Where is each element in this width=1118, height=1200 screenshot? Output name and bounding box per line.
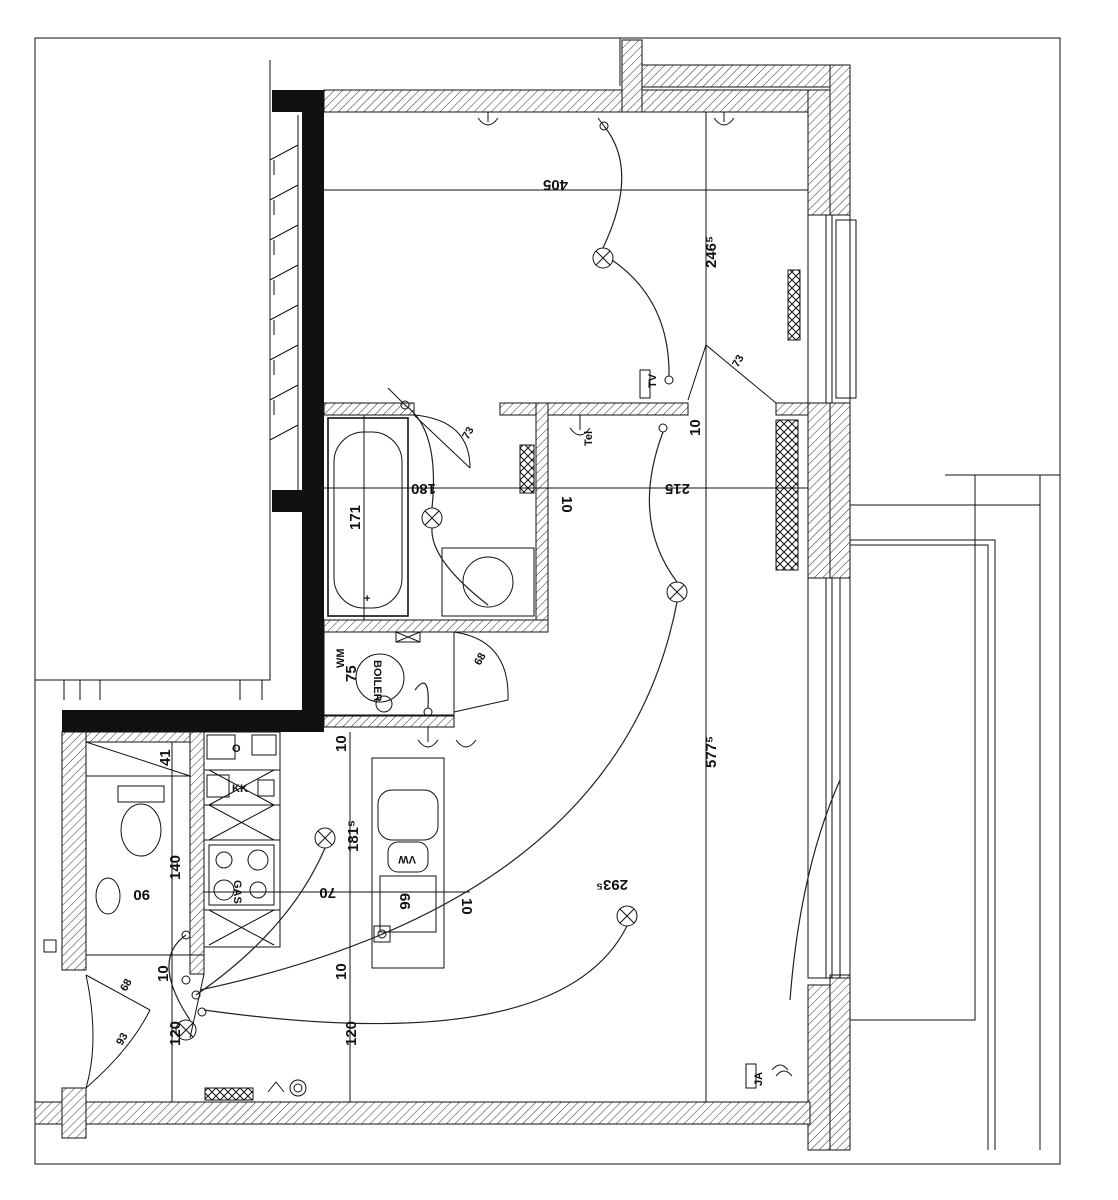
label-tv: TV xyxy=(647,373,659,388)
dimension-labels: 405 246⁵ 577⁵ 180 171 215 10 10 10 181⁵ … xyxy=(114,176,747,1048)
dim-entry-a: 120 xyxy=(167,1021,184,1046)
svg-text:+: + xyxy=(364,593,370,605)
dim-total-depth: 577⁵ xyxy=(703,736,720,768)
windows xyxy=(807,214,857,979)
dim-door-small: 41 xyxy=(157,749,174,766)
dim-door-swing-1: 73 xyxy=(460,425,477,442)
dim-kitchen-span: 70 xyxy=(319,884,336,901)
bathtub: + xyxy=(327,417,409,617)
dim-hall-width: 215 xyxy=(665,480,690,497)
dim-sink-len: 66 xyxy=(396,893,413,910)
dim-partition-d: 10 xyxy=(458,898,475,915)
dim-door-swing-2: 73 xyxy=(730,353,747,370)
dim-door-swing-3: 68 xyxy=(472,651,489,668)
electrical-wiring xyxy=(168,125,841,1025)
dim-partition-a: 10 xyxy=(558,496,575,513)
dim-door-swing-6: 75 xyxy=(343,665,360,682)
dim-room-depth: 246⁵ xyxy=(703,236,720,268)
dim-kitchen-depth: 181⁵ xyxy=(345,820,362,852)
radiators xyxy=(204,269,801,1101)
label-boiler: BOILER xyxy=(371,660,383,702)
dim-living-diag: 293⁵ xyxy=(596,876,628,893)
label-tel: Tel xyxy=(583,431,595,446)
boiler-closet xyxy=(323,631,455,717)
kitchen-sink xyxy=(371,757,445,969)
dim-partition-e: 10 xyxy=(155,965,172,982)
dim-partition-b: 10 xyxy=(687,419,704,436)
label-ja: JA xyxy=(753,1072,765,1086)
toilet xyxy=(95,785,165,915)
label-gas: GAS xyxy=(231,880,243,904)
structural-wall xyxy=(62,90,324,732)
dim-partition-c: 10 xyxy=(333,735,350,752)
label-vw: VW xyxy=(398,853,416,865)
kitchen-counter xyxy=(203,731,281,948)
dim-door-swing-5: 93 xyxy=(114,1031,131,1048)
neighbour-outline xyxy=(35,38,621,700)
label-kk: KK xyxy=(232,783,248,795)
staircase xyxy=(269,115,299,490)
dim-room-width: 405 xyxy=(543,176,568,193)
fixture-labels: TV Tel KK O VW BOILER WM GAS JA xyxy=(43,369,765,1089)
balcony xyxy=(849,474,1061,1160)
dim-wc-width: 90 xyxy=(133,886,150,903)
label-wm: WM xyxy=(335,648,347,668)
storage-cell xyxy=(85,741,191,777)
dimension-lines xyxy=(86,112,808,1102)
dim-bath-depth: 171 xyxy=(347,505,364,530)
wall-outlets xyxy=(267,112,793,1097)
dim-bath-width: 180 xyxy=(411,480,436,497)
dim-hall-gap: 10 xyxy=(333,963,350,980)
dim-door-swing-4: 68 xyxy=(118,977,135,994)
dim-entry-b: 120 xyxy=(343,1021,360,1046)
hatched-walls xyxy=(34,39,851,1151)
dim-wc-depth: 140 xyxy=(167,855,184,880)
label-o: O xyxy=(232,743,241,755)
bath-washbasin xyxy=(441,547,535,617)
